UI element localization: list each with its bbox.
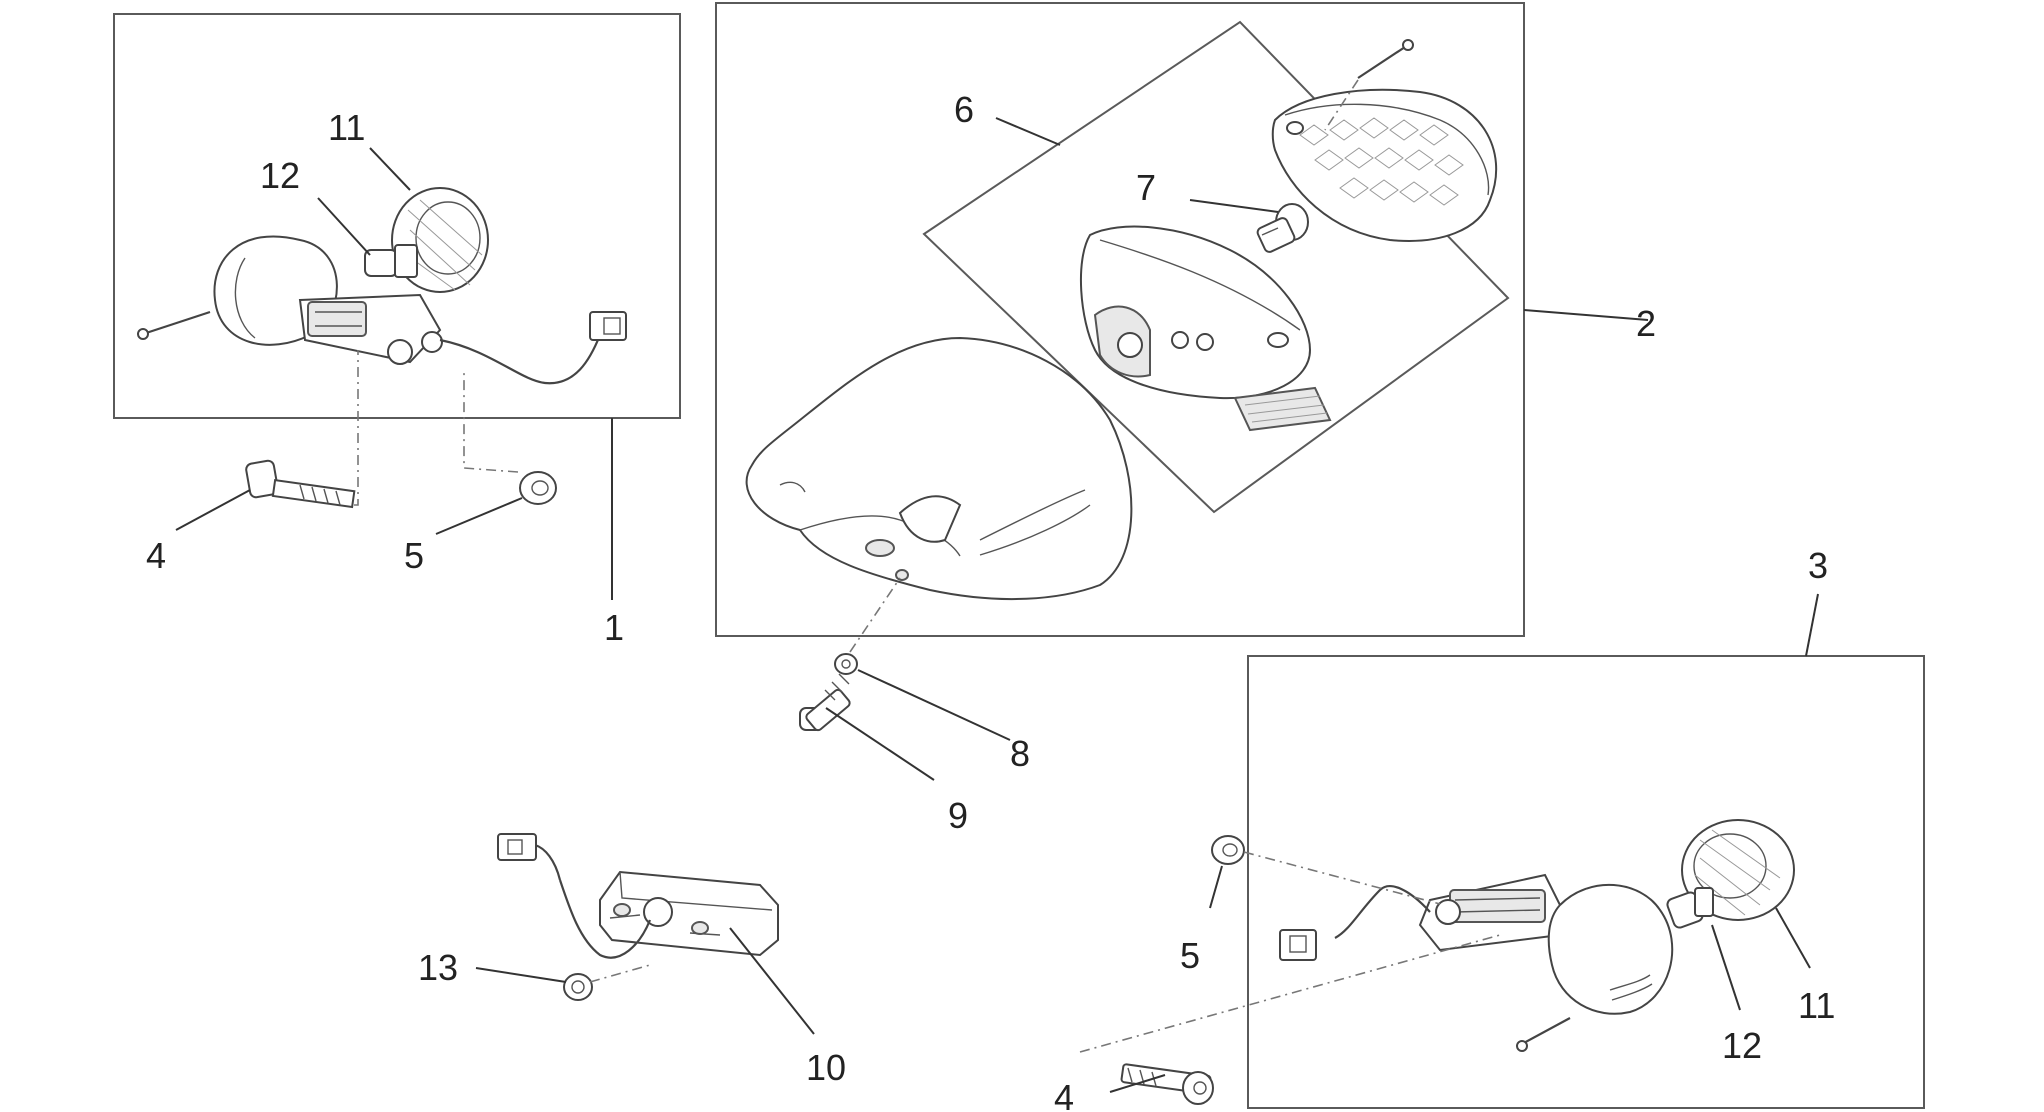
left-turn-signal-assembly (137, 187, 627, 385)
callout-7: 7 (1136, 167, 1156, 208)
assembly-line-housing-screw (849, 577, 901, 653)
callout-5-right: 5 (1180, 935, 1200, 976)
callout-11-right: 11 (1798, 985, 1835, 1026)
assembly-line-left-nut (463, 372, 519, 473)
tail-lamp-lens (1271, 88, 1498, 242)
nut-right (1211, 835, 1245, 865)
callout-2: 2 (1636, 303, 1656, 344)
leader-lines (175, 117, 1819, 1093)
callout-4-left: 4 (146, 535, 166, 576)
callout-12-left: 12 (260, 155, 300, 196)
housing-screw (799, 673, 851, 732)
lens-screw (1324, 39, 1414, 131)
assembly-line-license-light-nut (589, 964, 651, 983)
group-box-left-turn-signal (113, 13, 681, 419)
callout-12-right: 12 (1722, 1025, 1762, 1066)
callout-4-right: 4 (1054, 1077, 1074, 1112)
assembly-line-left-bolt (354, 350, 359, 506)
tail-lamp-base (1079, 225, 1312, 400)
bolt-right (1120, 1063, 1214, 1105)
callout-13: 13 (418, 947, 458, 988)
callout-5-left: 5 (404, 535, 424, 576)
callout-6: 6 (954, 89, 974, 130)
callout-3: 3 (1808, 545, 1828, 586)
housing-washer (834, 653, 858, 675)
group-box-tail-light (715, 2, 1525, 637)
tail-bulb (1256, 203, 1309, 253)
assembly-line-right-bolt (1079, 934, 1501, 1053)
reflector (1233, 386, 1332, 432)
right-turn-signal-assembly (1279, 819, 1795, 1052)
bolt-left (245, 459, 356, 509)
license-light-nut (563, 973, 593, 1001)
callout-8: 8 (1010, 733, 1030, 774)
callout-10: 10 (806, 1047, 846, 1088)
nut-left (519, 471, 557, 505)
callout-11-left: 11 (328, 107, 365, 148)
license-plate-light (497, 833, 779, 959)
tail-light-housing-cover (745, 336, 1133, 601)
assembly-line-right-nut (1243, 851, 1441, 905)
callout-1: 1 (604, 607, 624, 648)
callout-9: 9 (948, 795, 968, 836)
group-box-right-turn-signal (1247, 655, 1925, 1109)
sub-group-outline-tail-lamp (922, 20, 1510, 514)
